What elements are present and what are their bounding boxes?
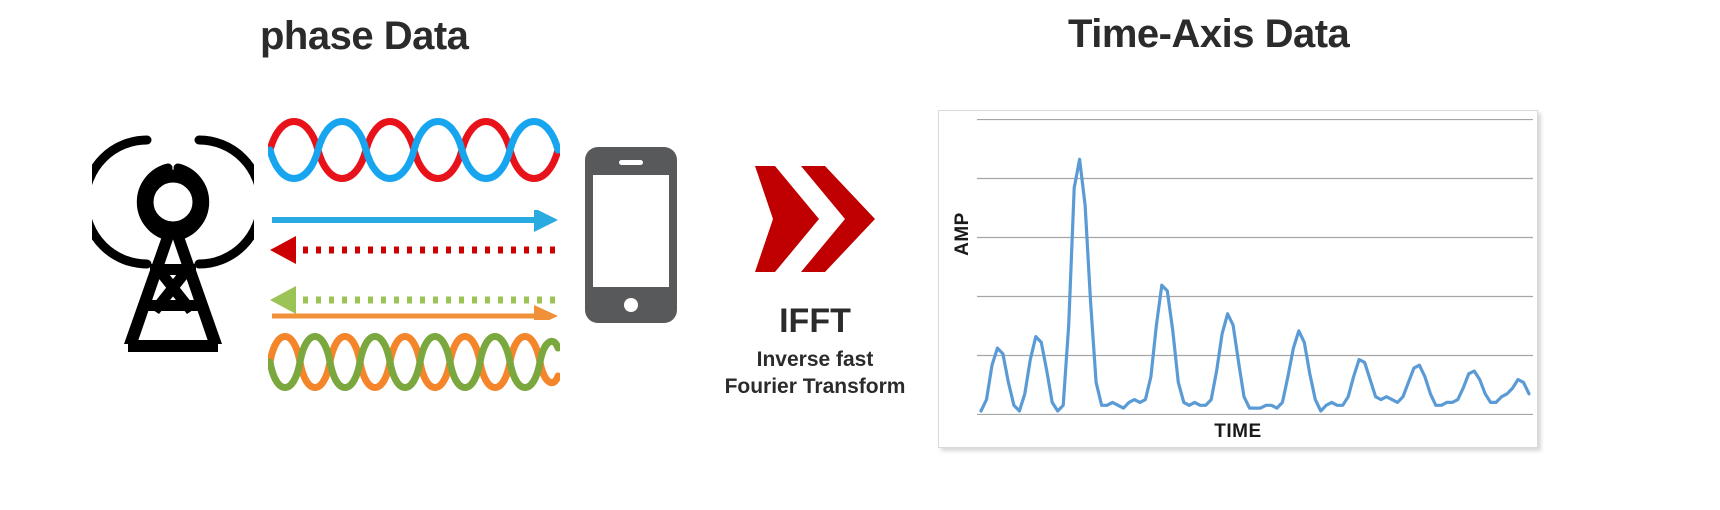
ifft-caption-line-2: Fourier Transform bbox=[724, 374, 906, 398]
red-dotted-arrow-left bbox=[270, 236, 560, 264]
time-axis-chart-panel: AMP TIME bbox=[938, 110, 1538, 448]
chart-plot-area bbox=[977, 119, 1533, 415]
phase-arrows-upper bbox=[270, 210, 560, 320]
double-chevron-right-icon bbox=[755, 166, 875, 272]
wave-blue bbox=[268, 118, 560, 182]
page-title-phase-data: phase Data bbox=[260, 14, 469, 58]
chart-series-line bbox=[979, 157, 1531, 413]
blue-solid-arrow-right bbox=[272, 210, 558, 232]
green-dotted-arrow-left bbox=[270, 286, 560, 314]
smartphone-icon bbox=[583, 145, 679, 325]
ifft-stage: IFFT Inverse fast Fourier Transform bbox=[700, 160, 930, 400]
orange-solid-arrow-right bbox=[272, 305, 558, 320]
ifft-caption-line-1: Inverse fast bbox=[756, 347, 874, 371]
chart-gridlines bbox=[977, 119, 1533, 415]
ifft-abbrev-label: IFFT bbox=[779, 302, 851, 340]
top-phase-waves bbox=[268, 118, 560, 182]
ifft-caption: Inverse fast Fourier Transform bbox=[700, 346, 930, 401]
bottom-phase-waves bbox=[268, 333, 560, 391]
page-title-time-axis-data: Time-Axis Data bbox=[1068, 12, 1350, 56]
signal-waveform-group bbox=[268, 110, 560, 400]
chart-x-axis-label: TIME bbox=[1214, 421, 1262, 442]
wave-green bbox=[268, 333, 560, 391]
broadcast-tower-icon bbox=[80, 112, 266, 352]
chart-y-axis-label: AMP bbox=[952, 212, 973, 256]
